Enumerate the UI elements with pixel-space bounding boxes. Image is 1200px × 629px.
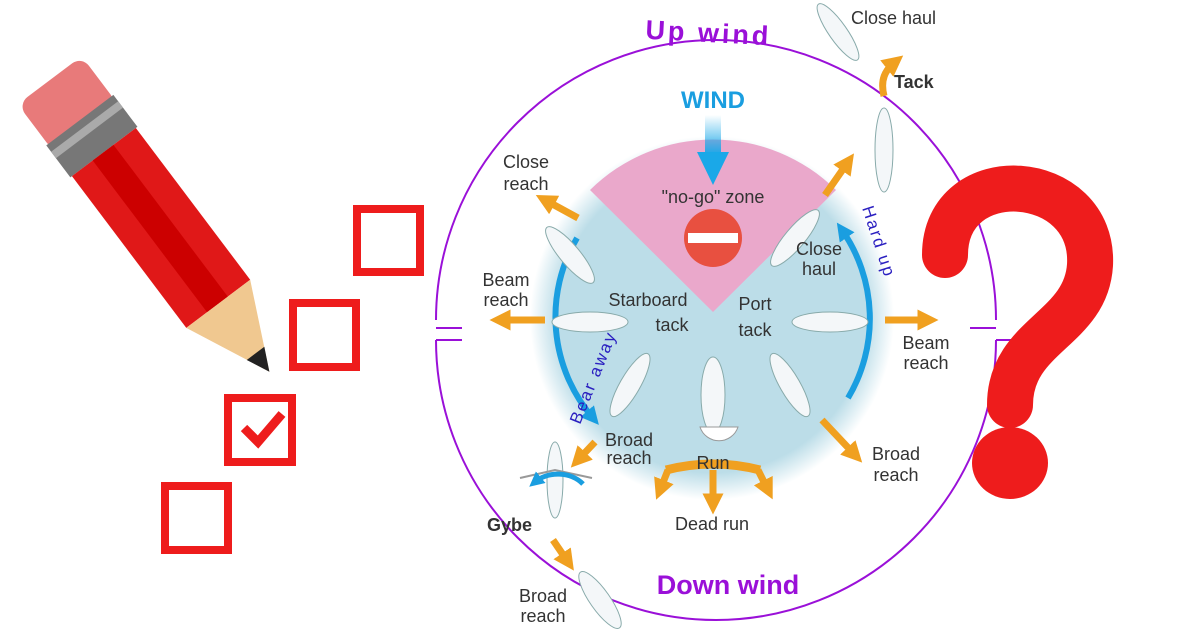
checkbox-icon	[353, 205, 424, 276]
dead-run-label: Dead run	[675, 514, 749, 534]
up-wind-label: Up wind	[645, 15, 772, 52]
checklist	[161, 205, 424, 554]
checkbox-icon	[161, 482, 232, 554]
hard-up-arrow	[836, 222, 873, 400]
checkmark-icon	[240, 411, 286, 449]
question-mark-icon	[922, 165, 1114, 499]
boats	[519, 3, 894, 629]
tack-label: Tack	[894, 72, 935, 92]
close-haul-top-label: Close haul	[851, 8, 936, 28]
checkbox-checked-icon	[224, 394, 296, 466]
down-wind-label: Down wind	[657, 570, 799, 600]
checkbox-icon	[289, 299, 360, 371]
gybe-label: Gybe	[487, 515, 532, 535]
orange-arrows	[489, 55, 939, 571]
wind-label: WIND	[681, 87, 745, 114]
no-entry-icon	[684, 209, 742, 267]
pencil-icon	[22, 60, 270, 372]
no-go-zone-label: "no-go" zone	[662, 187, 765, 207]
run-label: Run	[696, 453, 729, 473]
wind-arrow-icon	[697, 115, 729, 185]
gybe-arrow	[529, 471, 585, 487]
